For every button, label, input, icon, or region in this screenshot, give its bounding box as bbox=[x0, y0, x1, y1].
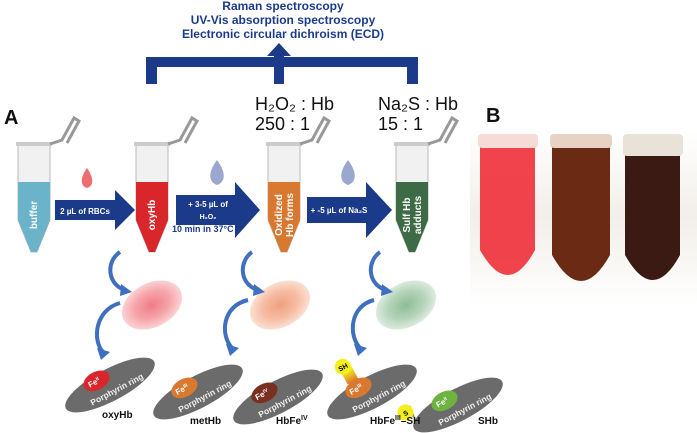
na2s-drop-icon bbox=[341, 160, 355, 185]
step-h2o2-line2: H₂O₂ bbox=[200, 214, 217, 221]
s-group-label: S bbox=[402, 410, 410, 419]
tube-label: oxyHb bbox=[147, 200, 158, 231]
sh-group-label: SH bbox=[338, 363, 350, 374]
step-na2s-label: + -5 µL of Na₂S bbox=[311, 206, 368, 215]
tube-buffer: buffer bbox=[16, 115, 82, 253]
incubation-label: 10 min in 37°C bbox=[172, 224, 234, 234]
step-arrow-h2o2: + 3-5 µL of H₂O₂ bbox=[176, 182, 260, 238]
method-uvvis: UV-Vis absorption spectroscopy bbox=[191, 13, 376, 27]
tube-label: Oxidized bbox=[274, 194, 285, 236]
iron-label: FeII bbox=[87, 376, 102, 390]
panel-a-label: A bbox=[4, 107, 18, 129]
blood-drop-icon bbox=[81, 168, 93, 188]
rbc-oxidized bbox=[249, 280, 311, 330]
rbc-oxy bbox=[121, 280, 183, 330]
h2o2-ratio-value: 250 : 1 bbox=[255, 114, 310, 134]
step-rbc-label: 2 µL of RBCs bbox=[60, 207, 110, 216]
method-raman: Raman spectroscopy bbox=[222, 0, 344, 13]
tube-label: buffer bbox=[29, 201, 40, 229]
na2s-ratio-value: 15 : 1 bbox=[378, 114, 423, 134]
bracket-arrow bbox=[146, 43, 418, 84]
iron-label: FeII bbox=[435, 396, 450, 410]
species-oxyhb: oxyHb bbox=[102, 410, 133, 421]
tube-label: adducts bbox=[413, 195, 424, 234]
na2s-ratio-label: Na₂S : Hb bbox=[378, 94, 458, 114]
photo-tubes bbox=[470, 130, 697, 305]
h2o2-drop-icon bbox=[210, 160, 224, 185]
iron-label: FeIII bbox=[348, 382, 365, 397]
step-arrow-na2s: + -5 µL of Na₂S bbox=[307, 182, 392, 238]
species-hbfe3-sh: HbFeIII–SH bbox=[370, 415, 420, 427]
iron-label: FeIV bbox=[254, 387, 271, 402]
species-shb: SHb bbox=[478, 416, 498, 427]
tube-oxyhb: oxyHb bbox=[134, 115, 200, 253]
rbc-sulf bbox=[375, 280, 437, 330]
panel-b-label: B bbox=[486, 105, 500, 127]
step-h2o2-line1: + 3-5 µL of bbox=[188, 200, 228, 209]
iron-label: FeIII bbox=[174, 382, 191, 397]
h2o2-ratio-label: H₂O₂ : Hb bbox=[255, 94, 334, 114]
method-ecd: Electronic circular dichroism (ECD) bbox=[182, 27, 384, 41]
species-hbfe4: HbFeIV bbox=[276, 415, 308, 427]
step-arrow-rbc: 2 µL of RBCs bbox=[55, 190, 135, 230]
tube-label: Hb forms bbox=[285, 193, 296, 237]
tube-label: Sulf Hb bbox=[402, 198, 413, 233]
species-methb: metHb bbox=[190, 416, 221, 427]
